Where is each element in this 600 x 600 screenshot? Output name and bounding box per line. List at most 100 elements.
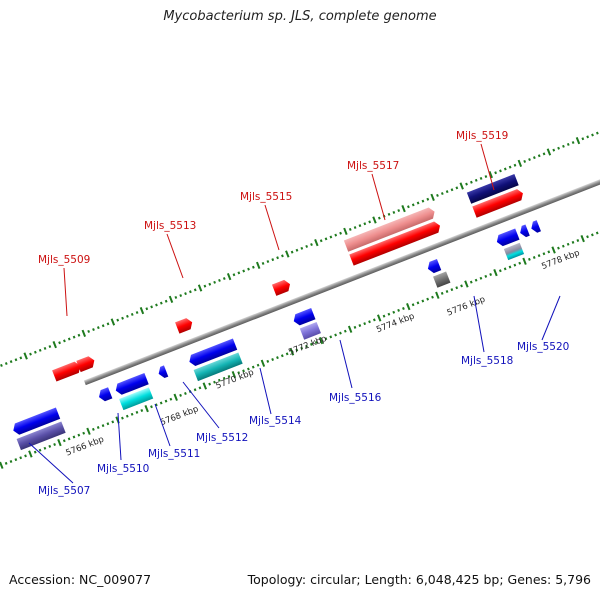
minor-tick [450,188,454,192]
major-tick [110,318,116,326]
minor-tick [460,284,463,288]
minor-tick [19,356,23,360]
gene-feature[interactable] [529,220,541,234]
minor-tick [329,335,333,339]
minor-tick [300,346,304,350]
gene-feature[interactable] [343,206,437,252]
callout-line [154,403,171,447]
minor-tick [271,358,274,362]
minor-tick [387,312,391,316]
callout-line [63,267,68,317]
gene-feature[interactable] [495,228,520,247]
minor-tick [595,231,599,235]
minor-tick [155,303,158,307]
gene-feature[interactable] [187,338,238,368]
gene-feature[interactable] [11,407,61,437]
gene-feature[interactable] [349,220,442,266]
gene-feature[interactable] [472,188,525,218]
minor-tick [281,254,284,258]
minor-tick [189,290,192,294]
gene-label-mjls-5511[interactable]: Mjls_5511 [148,448,200,460]
minor-tick [503,167,507,171]
major-tick [551,246,556,254]
gene-feature[interactable] [156,365,169,379]
gene-label-mjls-5513[interactable]: Mjls_5513 [144,220,196,232]
minor-tick [247,267,250,271]
minor-tick [310,243,313,247]
major-tick [256,261,261,269]
gene-label-mjls-5516[interactable]: Mjls_5516 [329,392,382,404]
minor-tick [9,360,13,364]
gene-feature[interactable] [271,278,292,296]
minor-tick [208,382,212,386]
minor-tick [106,422,110,426]
minor-tick [416,201,420,205]
reverse-gene-callouts: Mjls_5507 Mjls_5510 Mjls_5511 Mjls_5512 … [28,295,569,497]
callout-line [541,295,561,341]
gene-feature[interactable] [76,355,96,373]
minor-tick [276,356,279,360]
gene-feature[interactable] [52,360,82,382]
gene-label-mjls-5517[interactable]: Mjls_5517 [347,160,399,172]
gene-label-mjls-5514[interactable]: Mjls_5514 [249,415,302,427]
gene-feature[interactable] [119,387,154,411]
minor-tick [9,460,13,464]
minor-tick [87,329,91,333]
gene-label-mjls-5520[interactable]: Mjls_5520 [517,341,569,353]
gene-feature[interactable] [426,258,442,275]
major-tick [52,341,57,349]
gene-feature[interactable] [466,174,519,204]
major-tick [318,337,324,345]
major-tick [285,250,290,258]
gene-label-mjls-5519[interactable]: Mjls_5519 [456,130,508,142]
gene-label-mjls-5507[interactable]: Mjls_5507 [38,485,90,497]
minor-tick [63,339,66,343]
minor-tick [319,239,323,243]
major-tick [231,371,237,379]
gene-label-mjls-5518[interactable]: Mjls_5518 [461,355,513,367]
minor-tick [368,320,371,324]
minor-tick [276,256,279,260]
gene-feature[interactable] [193,352,243,382]
gene-label-mjls-5510[interactable]: Mjls_5510 [97,463,149,475]
minor-tick [24,454,27,458]
gene-feature[interactable] [292,308,316,327]
minor-tick [135,410,139,414]
minor-tick [537,154,541,158]
gene-label-mjls-5515[interactable]: Mjls_5515 [240,191,292,203]
callout-line [264,204,280,251]
major-tick [115,416,120,424]
gene-label-mjls-5512[interactable]: Mjls_5512 [196,432,248,444]
minor-tick [329,235,333,239]
minor-tick [130,312,134,316]
minor-tick [397,308,400,312]
minor-tick [213,380,216,384]
minor-tick [295,248,299,252]
minor-tick [111,420,115,424]
gene-feature[interactable] [299,321,321,340]
minor-tick [392,210,396,214]
minor-tick [72,335,76,339]
major-tick [517,159,523,167]
gene-feature[interactable] [114,373,149,396]
minor-tick [431,295,434,299]
minor-tick [576,239,580,243]
gene-label-mjls-5509[interactable]: Mjls_5509 [38,254,90,266]
major-tick [430,193,435,201]
minor-tick [402,307,405,311]
minor-tick [125,414,129,418]
minor-tick [179,393,182,397]
gene-feature[interactable] [518,224,530,238]
minor-tick [324,237,328,241]
minor-tick [38,448,42,452]
minor-tick [280,354,284,358]
gene-feature[interactable] [503,242,525,261]
major-tick [347,325,353,333]
gene-feature[interactable] [97,387,113,403]
gene-feature[interactable] [175,317,194,334]
gene-feature[interactable] [16,421,66,451]
minor-tick [513,163,517,167]
gene-feature[interactable] [433,271,451,288]
minor-tick [290,250,294,254]
minor-tick [213,280,216,284]
